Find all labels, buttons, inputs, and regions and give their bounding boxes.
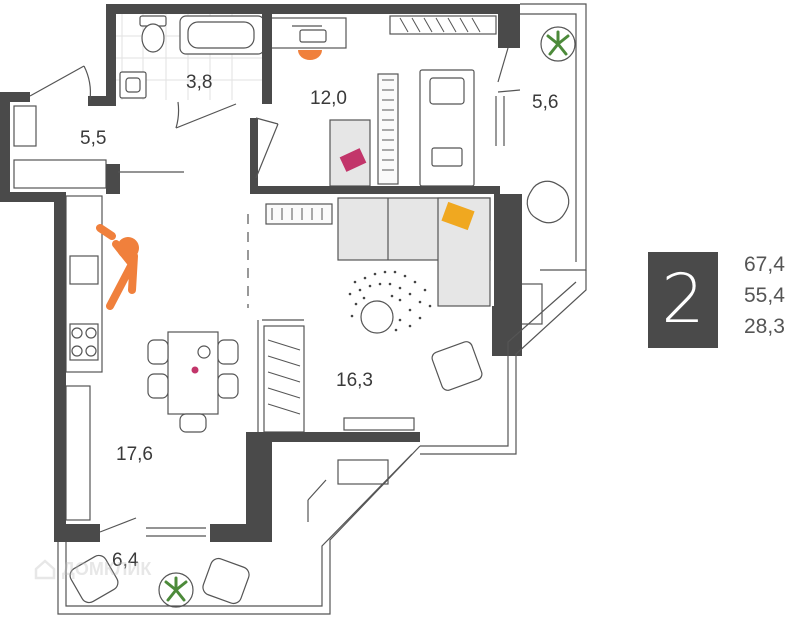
radiator-fins bbox=[271, 79, 394, 220]
watermark-text: ДОМКЛИК bbox=[62, 558, 152, 579]
watermark: ДОМКЛИК bbox=[34, 558, 151, 580]
coffee-table-icon bbox=[360, 300, 394, 334]
total-area: 67,4 bbox=[744, 253, 785, 276]
room-area-bedroom: 12,0 bbox=[310, 88, 347, 109]
kitchen-area: 28,3 bbox=[744, 315, 785, 338]
walls bbox=[0, 4, 522, 542]
room-area-bathroom: 3,8 bbox=[186, 72, 212, 93]
pillow-icon bbox=[441, 201, 475, 231]
room-area-loggia-bottom: 6,4 bbox=[112, 550, 139, 571]
cabinet-icon bbox=[65, 385, 91, 521]
dining-chair-icon bbox=[147, 339, 169, 365]
room-area-hallway: 5,5 bbox=[80, 128, 106, 149]
shoe-cabinet-icon bbox=[13, 159, 107, 189]
accents bbox=[96, 50, 475, 374]
rug-pattern bbox=[348, 270, 432, 332]
desk-chair-icon bbox=[298, 50, 322, 60]
area-summary: 67,4 55,4 28,3 bbox=[744, 254, 785, 338]
doors bbox=[29, 47, 521, 533]
chair-icon bbox=[329, 119, 371, 187]
tv-stand-icon bbox=[343, 417, 415, 431]
kitchen-sink-icon bbox=[69, 255, 99, 285]
house-logo-icon bbox=[34, 559, 56, 580]
dining-table-icon bbox=[167, 331, 219, 415]
windows bbox=[57, 3, 587, 615]
balcony-shelf-icon bbox=[337, 459, 389, 485]
room-area-living-room: 16,3 bbox=[336, 370, 373, 391]
living-area: 55,4 bbox=[744, 284, 785, 307]
plant-icon bbox=[158, 26, 576, 608]
toilet-bowl-icon bbox=[141, 23, 165, 53]
loggia-chair-icon bbox=[526, 180, 570, 224]
room-area-kitchen: 17,6 bbox=[116, 444, 153, 465]
balcony-chair-2-icon bbox=[202, 557, 250, 605]
wardrobe-icon bbox=[389, 15, 497, 35]
room-area-loggia-right: 5,6 bbox=[532, 92, 558, 113]
rooms-count-badge: 2 bbox=[648, 252, 718, 348]
balcony-chair-icon bbox=[69, 554, 119, 604]
living-wardrobe-icon bbox=[263, 325, 305, 433]
armchair-icon bbox=[431, 341, 483, 391]
loggia-table-icon bbox=[519, 283, 543, 325]
cushion-icon bbox=[339, 148, 367, 172]
radiator-icon bbox=[377, 73, 399, 185]
rooms-count: 2 bbox=[661, 260, 705, 339]
hangers bbox=[267, 17, 481, 415]
hallway-shelf-icon bbox=[13, 105, 37, 147]
